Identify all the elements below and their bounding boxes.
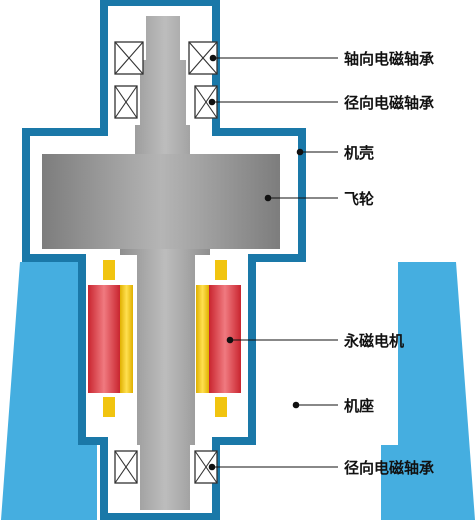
- machine-base: [1, 262, 97, 520]
- label-radial-bearing-top: 径向电磁轴承: [344, 94, 434, 112]
- flywheel-rotor: [42, 154, 280, 249]
- label-housing: 机壳: [344, 144, 374, 162]
- motor-stator-red-right: [209, 285, 241, 393]
- motor-magnet-yellow-left: [120, 285, 133, 393]
- label-pm-motor: 永磁电机: [343, 332, 404, 350]
- motor-coil-top-right: [215, 260, 227, 280]
- label-axial-bearing: 轴向电磁轴承: [344, 50, 434, 68]
- motor-magnet-yellow-right: [196, 285, 209, 393]
- radial-bearing-bottom-right: [194, 450, 218, 484]
- label-radial-bearing-bottom: 径向电磁轴承: [344, 459, 434, 477]
- radial-bearing-top-right: [194, 85, 218, 119]
- motor-stator-red-left: [88, 285, 120, 393]
- motor-coil-top-left: [103, 260, 115, 280]
- machine-base-right: [381, 262, 475, 520]
- motor-coil-bottom-left: [103, 397, 115, 417]
- radial-bearing-top-left: [114, 85, 138, 119]
- motor-coil-bottom-right: [215, 397, 227, 417]
- label-base: 机座: [344, 397, 374, 415]
- label-flywheel: 飞轮: [344, 190, 374, 208]
- axial-bearing-left: [114, 41, 144, 75]
- shaft: [120, 16, 210, 510]
- radial-bearing-bottom-left: [114, 450, 138, 484]
